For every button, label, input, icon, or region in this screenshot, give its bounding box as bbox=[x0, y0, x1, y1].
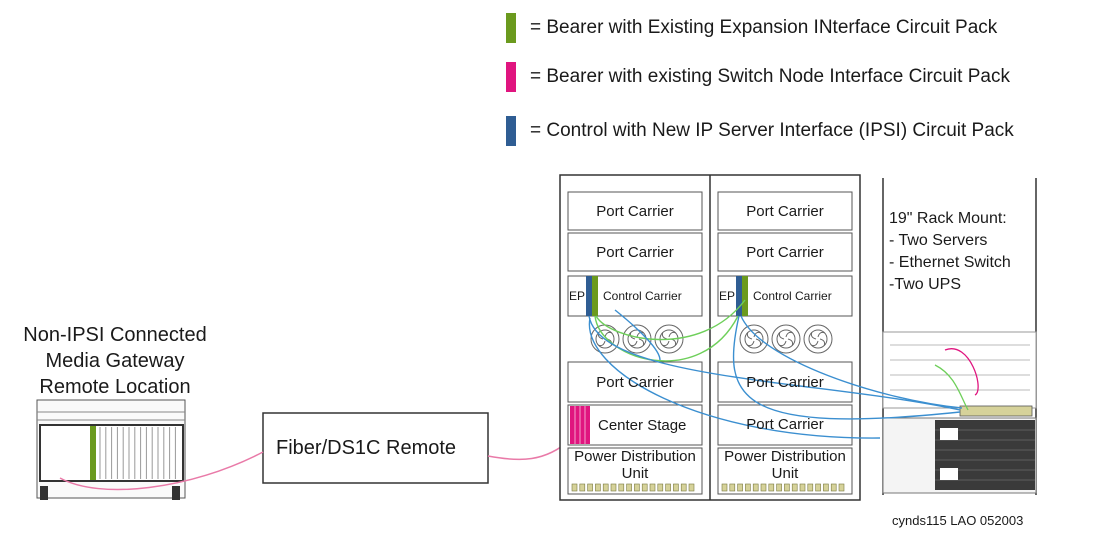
left-pdu-line2: Unit bbox=[621, 465, 649, 482]
left-port-carrier-2: Port Carrier bbox=[596, 244, 674, 261]
fan-icon bbox=[622, 324, 652, 354]
rack-title: 19" Rack Mount: bbox=[889, 210, 1007, 227]
right-ep-label: EP bbox=[719, 289, 736, 303]
fan-icon bbox=[739, 324, 769, 354]
gateway-label-line1: Non-IPSI Connected bbox=[23, 324, 207, 346]
legend-row-eic: = Bearer with Existing Expansion INterfa… bbox=[506, 13, 997, 43]
left-pdu-line1: Power Distribution bbox=[574, 448, 696, 465]
gateway-to-fiber-cable bbox=[59, 451, 264, 491]
left-control-carrier-label: Control Carrier bbox=[603, 289, 682, 303]
fiber-to-center-stage-cable bbox=[487, 439, 571, 461]
fiber-label: Fiber/DS1C Remote bbox=[276, 437, 457, 459]
gateway-label: Non-IPSI Connected Media Gateway Remote … bbox=[0, 322, 230, 400]
rack-item-servers: - Two Servers bbox=[889, 232, 988, 249]
legend-text-ipsi: = Control with New IP Server Interface (… bbox=[530, 120, 1014, 141]
left-port-carrier-1: Port Carrier bbox=[596, 203, 674, 220]
media-gateway bbox=[36, 399, 186, 500]
pdu-outlets bbox=[571, 483, 845, 492]
left-pdu-label: Power Distribution Unit bbox=[565, 448, 705, 482]
right-pdu-label: Power Distribution Unit bbox=[715, 448, 855, 482]
right-ep-pack bbox=[742, 276, 748, 316]
center-stage-sni-pack bbox=[570, 406, 590, 444]
right-port-carrier-3: Port Carrier bbox=[746, 374, 824, 391]
right-control-carrier-label: Control Carrier bbox=[753, 289, 832, 303]
rack-item-ups: -Two UPS bbox=[889, 276, 962, 293]
legend-text-eic: = Bearer with Existing Expansion INterfa… bbox=[530, 17, 998, 38]
fiber-box bbox=[262, 412, 489, 484]
green-swatch bbox=[506, 13, 516, 43]
fan-icon bbox=[803, 324, 833, 354]
blue-swatch bbox=[506, 116, 516, 146]
gateway-expansion-pack bbox=[90, 426, 96, 480]
right-port-carrier-1: Port Carrier bbox=[746, 203, 824, 220]
left-port-carrier-3: Port Carrier bbox=[596, 374, 674, 391]
cabinet-cables bbox=[588, 299, 963, 439]
right-pdu-line1: Power Distribution bbox=[724, 448, 846, 465]
right-ipsi-pack bbox=[736, 276, 742, 316]
left-ep-pack bbox=[592, 276, 598, 316]
right-pdu-line2: Unit bbox=[771, 465, 799, 482]
legend-row-ipsi: = Control with New IP Server Interface (… bbox=[506, 116, 1014, 146]
left-ep-label: EP bbox=[569, 289, 586, 303]
gateway-label-line2: Media Gateway bbox=[45, 350, 185, 372]
diagram-credit: cynds115 LAO 052003 bbox=[892, 513, 1024, 528]
rack-mount bbox=[882, 178, 1037, 495]
rack-item-switch: - Ethernet Switch bbox=[889, 254, 1011, 271]
legend-row-sni: = Bearer with existing Switch Node Inter… bbox=[506, 62, 1010, 92]
rack-label: 19" Rack Mount: - Two Servers - Ethernet… bbox=[889, 208, 1011, 296]
right-port-carrier-2: Port Carrier bbox=[746, 244, 824, 261]
center-stage-label: Center Stage bbox=[598, 417, 687, 434]
left-ipsi-pack bbox=[586, 276, 592, 316]
fan-icon bbox=[771, 324, 801, 354]
right-port-carrier-4: Port Carrier bbox=[746, 416, 824, 433]
pink-swatch bbox=[506, 62, 516, 92]
gateway-label-line3: Remote Location bbox=[39, 376, 191, 398]
legend-text-sni: = Bearer with existing Switch Node Inter… bbox=[530, 66, 1010, 87]
